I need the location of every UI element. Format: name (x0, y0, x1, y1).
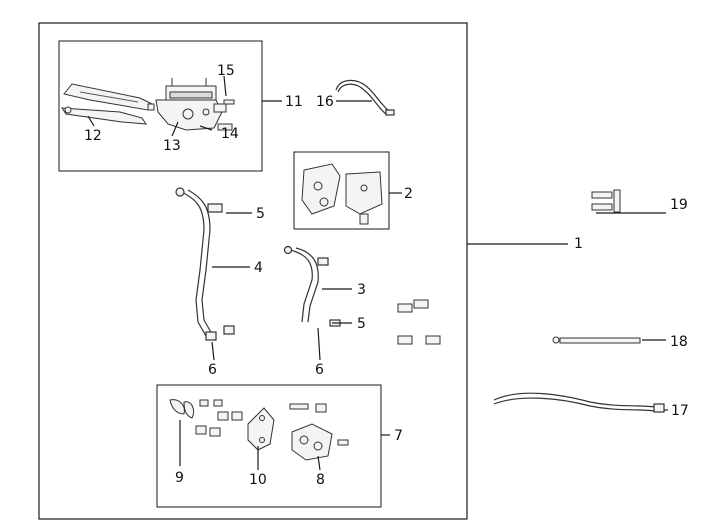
callout-11: 11 (285, 94, 303, 110)
bolt-set-part (591, 189, 621, 213)
brake-cable-part (493, 392, 665, 413)
callout-17: 17 (671, 403, 689, 419)
callout-10: 10 (249, 472, 267, 488)
caliper-frame (293, 151, 390, 230)
master-cylinder-frame (58, 40, 263, 172)
callout-18: 18 (670, 334, 688, 350)
caliper-kit-frame (156, 384, 382, 508)
long-brake-hose-part (175, 187, 235, 341)
callout-4: 4 (254, 260, 263, 276)
short-brake-hose-part (283, 245, 341, 327)
callout-3: 3 (357, 282, 366, 298)
callout-6b: 6 (315, 362, 324, 378)
caliper-part (301, 163, 383, 225)
brake-pads-part (169, 399, 243, 437)
hose-clips-part (397, 299, 441, 345)
caliper-body-part (289, 403, 349, 461)
callout-1: 1 (574, 236, 583, 252)
main-assembly-frame (38, 22, 468, 520)
callout-14: 14 (221, 126, 239, 142)
leader-lines (87, 75, 668, 471)
callout-7: 7 (394, 428, 403, 444)
callout-9: 9 (175, 470, 184, 486)
switch-cable-part (335, 79, 395, 116)
callout-13: 13 (163, 138, 181, 154)
callout-2: 2 (404, 186, 413, 202)
brake-lever-part (61, 83, 153, 125)
callout-19: 19 (670, 197, 688, 213)
rod-part (552, 336, 641, 344)
callout-6a: 6 (208, 362, 217, 378)
callout-5a: 5 (256, 206, 265, 222)
callout-8: 8 (316, 472, 325, 488)
callout-12: 12 (84, 128, 102, 144)
bracket-plate-part (247, 407, 275, 451)
callout-15: 15 (217, 63, 235, 79)
callout-5b: 5 (357, 316, 366, 332)
callout-16: 16 (316, 94, 334, 110)
master-cylinder-part (147, 78, 235, 131)
